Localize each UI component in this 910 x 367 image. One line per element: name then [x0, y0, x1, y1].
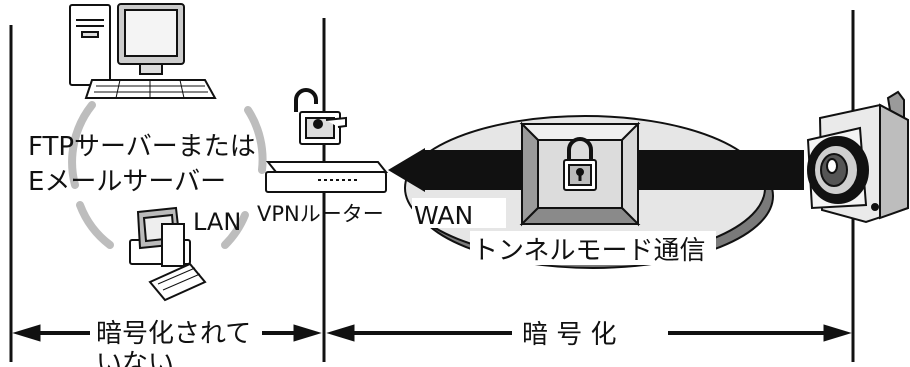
- not-encrypted-arrow: [12, 324, 322, 342]
- tunnel-mode-label: トンネルモード通信: [472, 236, 705, 266]
- not-encrypted-label-line2: いない: [96, 349, 174, 367]
- tunnel-arrow-head: [388, 148, 425, 192]
- unlocked-padlock-icon: [294, 88, 347, 145]
- vpn-router-label: VPNルーター: [257, 202, 384, 226]
- lan-ring: [68, 101, 267, 249]
- server-label-line2: Eメールサーバー: [28, 167, 226, 197]
- client-computer-icon: [129, 206, 207, 302]
- router-icon: [265, 161, 389, 193]
- encrypted-arrow: [326, 324, 852, 342]
- server-label-line1: FTPサーバーまたは: [28, 132, 256, 162]
- locked-padlock-icon: [563, 137, 597, 191]
- tunnel-mode-label-bg: [470, 231, 716, 265]
- network-camera-icon: [806, 90, 909, 224]
- encrypted-label: 暗 号 化: [522, 320, 617, 350]
- wan-label: WAN: [414, 201, 473, 230]
- lan-label: LAN: [193, 208, 241, 236]
- server-computer-icon: [69, 3, 217, 99]
- wan-label-bg: [412, 198, 506, 228]
- not-encrypted-label-line1: 暗号化されて: [96, 319, 251, 349]
